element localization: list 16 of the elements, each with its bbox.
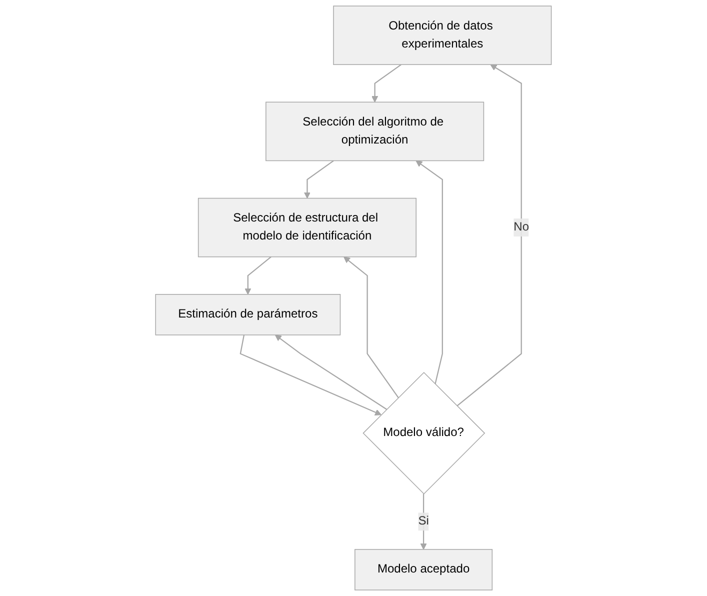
arrow <box>244 256 272 295</box>
node-box: Estimación de parámetros <box>155 294 341 336</box>
arrow <box>304 160 334 199</box>
arrow <box>344 256 399 398</box>
edge-label: Si <box>418 514 429 528</box>
node-box: Obtención de datos experimentales <box>333 6 552 65</box>
node-box: Selección del algoritmo de optimización <box>266 102 484 162</box>
arrow <box>240 334 382 416</box>
arrow <box>456 64 522 406</box>
node-diamond: Modelo válido? <box>362 372 486 494</box>
node-box: Modelo aceptado <box>354 549 493 590</box>
arrow <box>372 64 402 102</box>
arrow <box>274 334 388 410</box>
arrow <box>416 160 443 384</box>
node-box: Selección de estructura del modelo de identificación <box>198 198 417 258</box>
edge-label: No <box>514 220 530 234</box>
